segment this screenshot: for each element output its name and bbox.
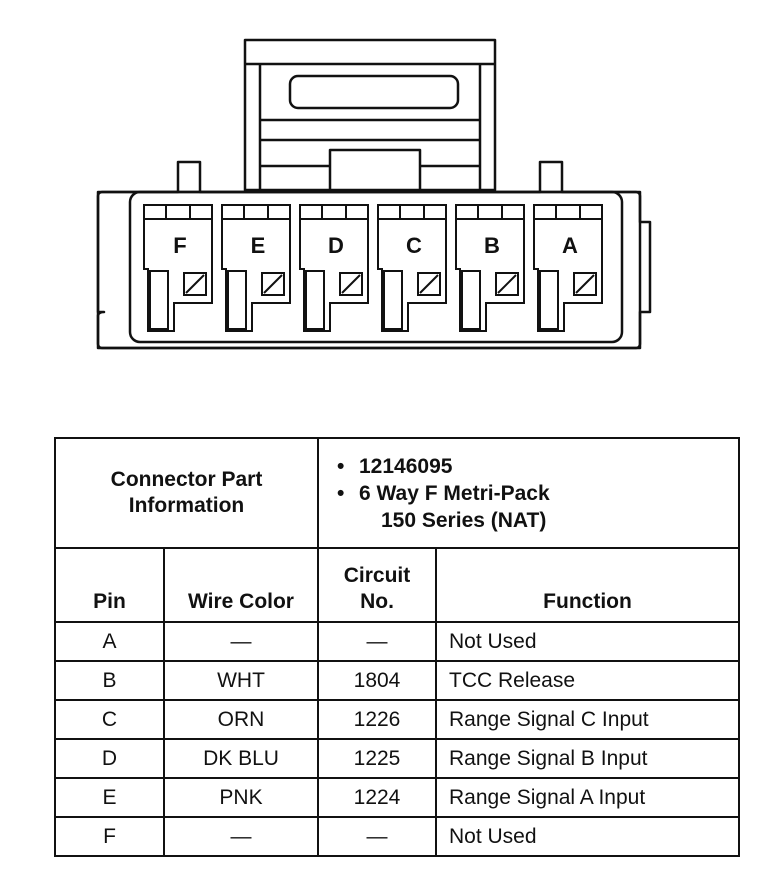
wire-color-cell: PNK (163, 777, 319, 818)
pin-cell: C (54, 699, 165, 740)
header-circuit-line1: Circuit (343, 564, 411, 587)
info-title-line1: Connector Part (110, 468, 263, 491)
function-cell: Not Used (435, 816, 740, 857)
wire-color-cell: — (163, 621, 319, 662)
table-row: B WHT 1804 TCC Release (54, 660, 740, 701)
circuit-cell: — (317, 816, 437, 857)
pin-cell: D (54, 738, 165, 779)
header-function: Function (435, 547, 740, 623)
table-row: D DK BLU 1225 Range Signal B Input (54, 738, 740, 779)
header-circuit-no: Circuit No. (317, 547, 437, 623)
wire-color-cell: ORN (163, 699, 319, 740)
part-number: 12146095 (359, 454, 453, 478)
function-cell: Range Signal C Input (435, 699, 740, 740)
pin-cell: A (54, 621, 165, 662)
pin-cavity (377, 204, 447, 332)
wire-color-cell: — (163, 816, 319, 857)
wire-color-cell: WHT (163, 660, 319, 701)
pin-letter: D (328, 233, 344, 258)
pin-letter: C (406, 233, 422, 258)
circuit-cell: 1224 (317, 777, 437, 818)
circuit-cell: 1226 (317, 699, 437, 740)
pin-cavity (143, 204, 213, 332)
pin-cell: B (54, 660, 165, 701)
connector-part-info-values: • 12146095 • 6 Way F Metri-Pack 150 Series… (317, 437, 740, 549)
bullet-icon: • (337, 481, 345, 505)
circuit-cell: — (317, 621, 437, 662)
table-row: E PNK 1224 Range Signal A Input (54, 777, 740, 818)
table-row: C ORN 1226 Range Signal C Input (54, 699, 740, 740)
function-cell: Range Signal A Input (435, 777, 740, 818)
wire-color-cell: DK BLU (163, 738, 319, 779)
pin-cavity (455, 204, 525, 332)
header-wire-color: Wire Color (163, 547, 319, 623)
header-circuit-line2: No. (360, 590, 394, 613)
connector-type-line1: 6 Way F Metri-Pack (359, 481, 550, 505)
connector-part-info-label: Connector Part Information (54, 437, 319, 549)
pin-letter: A (562, 233, 578, 258)
bullet-icon: • (337, 454, 345, 478)
pin-letter: B (484, 233, 500, 258)
circuit-cell: 1804 (317, 660, 437, 701)
pin-letter: F (173, 233, 186, 258)
info-title-line2: Information (128, 494, 245, 517)
connector-type-item: • 6 Way F Metri-Pack (337, 480, 738, 507)
pin-cell: E (54, 777, 165, 818)
function-cell: TCC Release (435, 660, 740, 701)
pin-cavity (221, 204, 291, 332)
connector-type-line2: 150 Series (NAT) (381, 508, 547, 532)
pin-cell: F (54, 816, 165, 857)
part-number-item: • 12146095 (337, 453, 738, 480)
pin-letter: E (251, 233, 266, 258)
function-cell: Range Signal B Input (435, 738, 740, 779)
function-cell: Not Used (435, 621, 740, 662)
pin-cavity (533, 204, 603, 332)
table-row: A — — Not Used (54, 621, 740, 662)
circuit-cell: 1225 (317, 738, 437, 779)
pin-cavity (299, 204, 369, 332)
table-row: F — — Not Used (54, 816, 740, 857)
connector-info-table: Connector Part Information • 12146095 • 6 … (54, 437, 740, 857)
header-pin: Pin (54, 547, 165, 623)
